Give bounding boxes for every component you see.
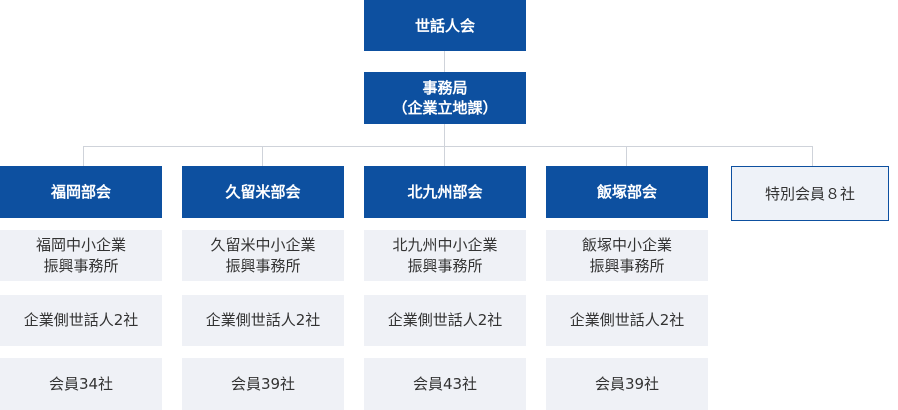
- connector-drop-fukuoka: [83, 146, 84, 166]
- branch-office-cell: 福岡中小企業 振興事務所: [0, 230, 162, 281]
- members-text: 会員39社: [594, 374, 660, 393]
- branch-name: 北九州部会: [407, 183, 483, 201]
- companies-text: 企業側世話人2社: [387, 311, 503, 329]
- connector-horizontal: [83, 146, 813, 147]
- branch-name: 久留米部会: [225, 183, 301, 201]
- branch-office-cell: 久留米中小企業 振興事務所: [182, 230, 344, 281]
- office-line1: 飯塚中小企業: [581, 235, 672, 254]
- connector-drop-special: [812, 146, 813, 166]
- companies-text: 企業側世話人2社: [205, 311, 321, 329]
- office-line2: 振興事務所: [407, 256, 483, 275]
- members-text: 会員43社: [412, 374, 478, 393]
- branch-members-cell: 会員43社: [364, 358, 526, 410]
- companies-text: 企業側世話人2社: [569, 311, 685, 329]
- secretariat-node: 事務局 （企業立地課）: [364, 72, 526, 124]
- connector-drop-kurume: [262, 146, 263, 166]
- branch-header: 飯塚部会: [546, 166, 708, 218]
- companies-text: 企業側世話人2社: [23, 311, 139, 329]
- office-line1: 福岡中小企業: [35, 235, 126, 254]
- branch-members-cell: 会員39社: [546, 358, 708, 410]
- branch-header: 北九州部会: [364, 166, 526, 218]
- branch-name: 福岡部会: [50, 183, 111, 201]
- branch-companies-cell: 企業側世話人2社: [546, 295, 708, 346]
- special-members-label: 特別会員８社: [764, 185, 855, 203]
- members-text: 会員39社: [230, 374, 296, 393]
- connector-secretariat-down: [444, 124, 445, 166]
- branch-companies-cell: 企業側世話人2社: [0, 295, 162, 346]
- top-node: 世話人会: [364, 0, 526, 51]
- branch-office-cell: 飯塚中小企業 振興事務所: [546, 230, 708, 281]
- connector-top-to-secretariat: [444, 51, 445, 72]
- branch-companies-cell: 企業側世話人2社: [182, 295, 344, 346]
- branch-header: 福岡部会: [0, 166, 162, 218]
- top-node-label: 世話人会: [414, 16, 475, 35]
- members-text: 会員34社: [48, 374, 114, 393]
- branch-header: 久留米部会: [182, 166, 344, 218]
- special-members-node: 特別会員８社: [731, 166, 889, 221]
- office-line1: 北九州中小企業: [392, 235, 498, 254]
- branch-name: 飯塚部会: [596, 183, 657, 201]
- office-line2: 振興事務所: [225, 256, 301, 275]
- office-line1: 久留米中小企業: [210, 235, 316, 254]
- office-line2: 振興事務所: [589, 256, 665, 275]
- branch-members-cell: 会員39社: [182, 358, 344, 410]
- secretariat-line1: 事務局: [422, 79, 468, 97]
- secretariat-line2: （企業立地課）: [392, 99, 498, 117]
- branch-members-cell: 会員34社: [0, 358, 162, 410]
- branch-office-cell: 北九州中小企業 振興事務所: [364, 230, 526, 281]
- branch-companies-cell: 企業側世話人2社: [364, 295, 526, 346]
- connector-drop-kitakyushu: [626, 146, 627, 166]
- office-line2: 振興事務所: [43, 256, 119, 275]
